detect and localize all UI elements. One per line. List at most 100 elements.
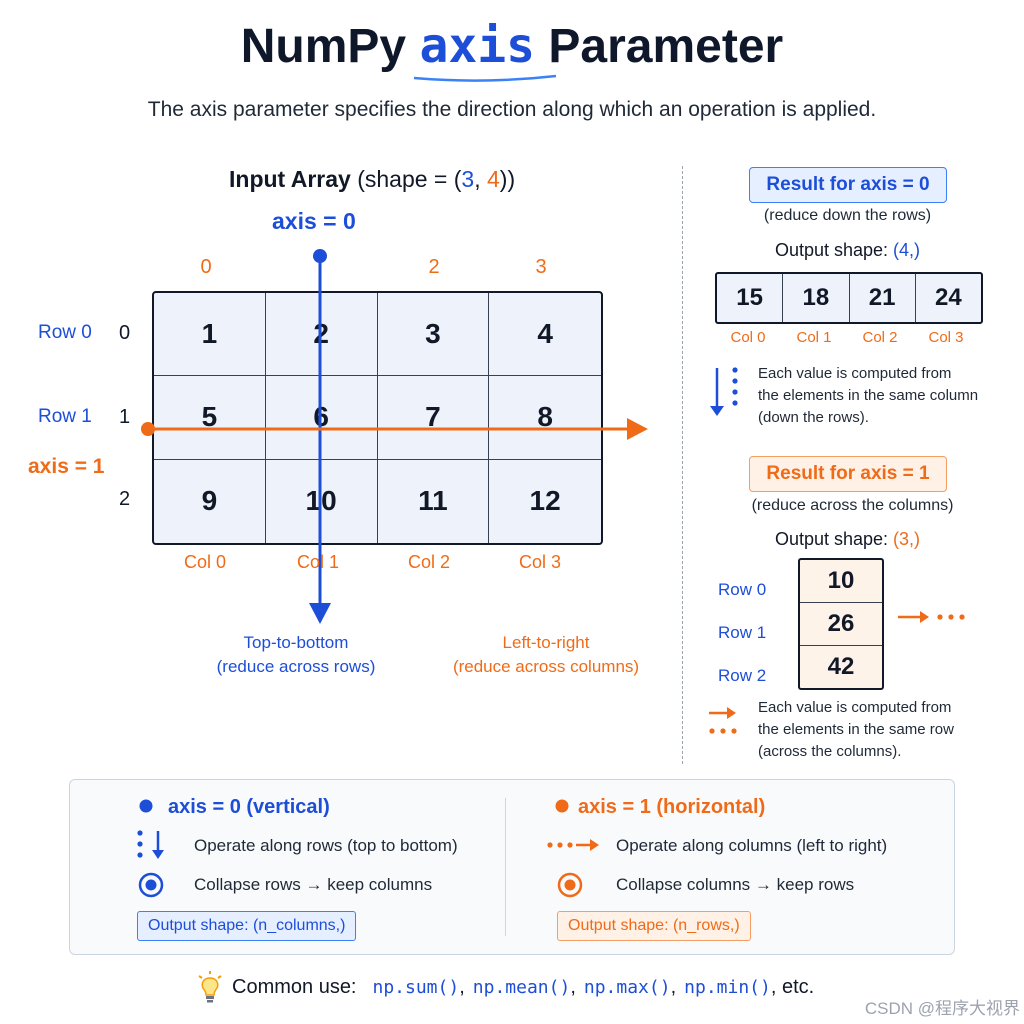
dot-icon (139, 799, 153, 813)
result-value: 15 (717, 274, 784, 322)
row-index-2: 2 (119, 488, 131, 510)
result-value: 24 (935, 284, 962, 311)
result-label: Col 1 (796, 329, 832, 346)
result-axis1-note: Each value is computed from the elements… (758, 697, 954, 763)
col-label-2: Col 2 (407, 552, 451, 572)
col-label-0: Col 0 (183, 552, 227, 572)
legend-axis1-heading: axis = 1 (horizontal) (578, 796, 766, 818)
cell: 8 (489, 376, 601, 460)
axis0-desc-line2: (reduce across rows) (216, 657, 376, 676)
legend-axis1-tag: Output shape: (n_rows,) (557, 911, 751, 941)
cell: 9 (154, 459, 266, 543)
legend-axis0-heading: axis = 0 (vertical) (168, 796, 330, 818)
heading-open: (shape = ( (357, 166, 462, 192)
cell: 5 (154, 376, 266, 460)
axis1-desc-line1: Left-to-right (502, 633, 590, 652)
cell: 11 (378, 459, 490, 543)
result-label: Col 2 (862, 329, 898, 346)
note-line1: Each value is computed from (758, 365, 952, 382)
col-index-3: 3 (535, 256, 547, 278)
right-arrow-dots-icon (709, 707, 737, 734)
result-label: Col 0 (730, 329, 766, 346)
title-keyword: axis (419, 18, 536, 74)
axis0-description: Top-to-bottom (reduce across rows) (196, 631, 396, 679)
legend-divider (505, 798, 506, 936)
result-axis1-desc: (reduce across the columns) (751, 497, 954, 514)
cell: 1 (154, 293, 266, 377)
row-index-0: 0 (119, 322, 131, 344)
result-label: Row 2 (718, 666, 767, 685)
result-value: 18 (783, 274, 850, 322)
title-suffix: Parameter (548, 20, 784, 73)
row-label-0: Row 0 (38, 322, 92, 343)
common-use-label: Common use: (232, 975, 357, 998)
legend-axis1-line2: Collapse columns → keep rows (616, 875, 855, 894)
result-axis1-title: Result for axis = 1 (749, 456, 947, 492)
shape-value: (4,) (893, 240, 921, 260)
note-line3: (down the rows). (758, 409, 869, 426)
dot-icon (555, 799, 569, 813)
etc: , etc. (770, 975, 815, 998)
input-array-heading-bold: Input Array (229, 166, 351, 192)
target-icon (557, 872, 583, 898)
input-array-grid: 1 2 3 4 5 6 7 8 9 10 11 12 (152, 291, 603, 545)
right-arrow-icon (547, 839, 599, 851)
result-value: 21 (850, 274, 916, 322)
cell: 4 (489, 293, 601, 377)
shape-sep: , (474, 166, 487, 192)
axis1-arrow (141, 418, 648, 440)
vertical-divider (682, 166, 683, 764)
cell: 7 (377, 376, 490, 460)
result-value: 26 (800, 603, 882, 646)
note-line3: (across the columns). (758, 743, 902, 760)
note-line1: Each value is computed from (758, 699, 952, 716)
result-label: Row 1 (718, 623, 767, 642)
watermark: CSDN @程序大视界 (864, 999, 1020, 1018)
result-axis0-values: 15 18 21 24 (715, 272, 983, 324)
result-axis0-note: Each value is computed from the elements… (758, 363, 978, 429)
sep: , (670, 975, 677, 998)
target-icon (138, 872, 164, 898)
axis0-desc-line1: Top-to-bottom (243, 633, 349, 652)
result-axis1-shape: Output shape: (3,) (700, 529, 995, 550)
cell: 3 (377, 293, 490, 377)
sep: , (459, 975, 465, 998)
result-axis0-desc: (reduce down the rows) (763, 207, 932, 224)
note-line2: the elements in the same row (758, 721, 954, 738)
shape-b: 4 (487, 166, 500, 192)
result-label: Row 0 (718, 580, 767, 599)
title-prefix: NumPy (240, 20, 407, 73)
axis1-label: axis = 1 (28, 455, 105, 478)
func-min: np.min() (684, 976, 771, 998)
shape-value: (3,) (893, 529, 921, 549)
input-array-heading: Input Array (shape = (3, 4)) (229, 166, 515, 193)
legend-axis0-line1: Operate along rows (top to bottom) (194, 836, 458, 855)
subtitle: The axis parameter specifies the directi… (147, 98, 877, 121)
axis1-description: Left-to-right (reduce across columns) (446, 631, 646, 679)
legend-axis0-tag: Output shape: (n_columns,) (137, 911, 357, 941)
col-label-1: Col 1 (296, 552, 340, 572)
legend-axis0-line2: Collapse rows → keep columns (194, 875, 433, 894)
bulb-icon (198, 971, 222, 1003)
axis1-desc-line2: (reduce across columns) (452, 657, 640, 676)
result-value: 42 (827, 653, 855, 680)
shape-label: Output shape: (774, 529, 889, 549)
result-label: Col 3 (928, 329, 964, 346)
axis0-label: axis = 0 (272, 208, 356, 234)
note-line2: the elements in the same column (758, 387, 979, 404)
right-arrow-icon (898, 611, 965, 623)
shape-label: Output shape: (774, 240, 889, 260)
row-label-1: Row 1 (38, 406, 92, 427)
heading-close: )) (499, 166, 516, 192)
shape-a: 3 (461, 166, 475, 192)
title-underline (413, 74, 557, 82)
result-axis1-values: 10 26 42 (798, 558, 884, 690)
sep: , (570, 975, 576, 998)
result-axis0-title: Result for axis = 0 (749, 167, 947, 203)
result-axis1-labels: Row 0 Row 1 Row 2 (718, 568, 766, 697)
down-arrow-icon (137, 830, 164, 859)
result-axis0-shape: Output shape: (4,) (700, 240, 995, 261)
cell: 12 (529, 485, 561, 517)
col-index-0: 0 (200, 256, 212, 278)
row-index-1: 1 (119, 406, 131, 428)
